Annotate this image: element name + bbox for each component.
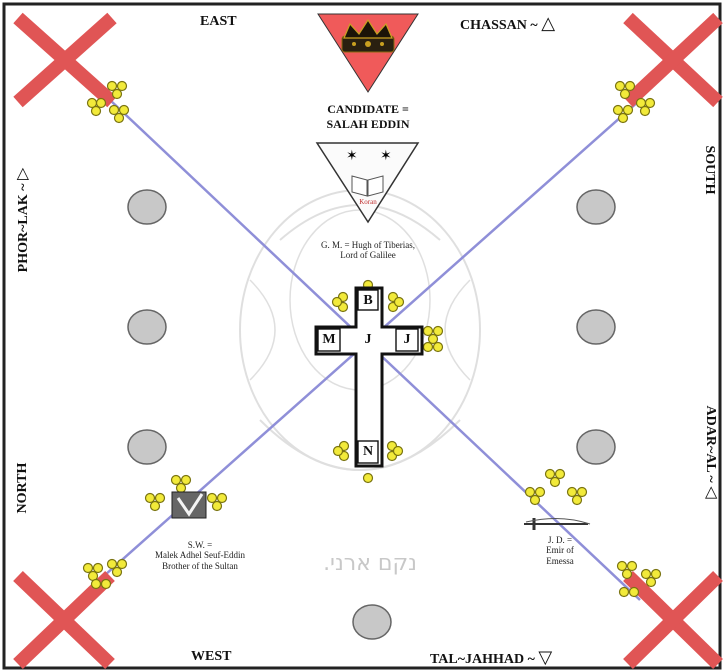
candidate-line2: SALAH EDDIN [300, 117, 436, 132]
sw-line2: Malek Adhel Seuf-Eddin [135, 550, 265, 560]
label-tal-jahhad-text: TAL~JAHHAD ~ [430, 652, 535, 667]
label-east: EAST [200, 15, 237, 29]
jd-label: J. D. = Emir of Emessa [530, 535, 590, 566]
gm-label: G. M. = Hugh of Tiberias, Lord of Galile… [298, 240, 438, 261]
jd-line2: Emir of [530, 545, 590, 555]
x-mark-bottom-right [628, 576, 718, 664]
sword-icon [524, 518, 590, 530]
triangle-right-icon: ▷ [12, 168, 31, 180]
label-adar-al-text: ADAR~AL ~ [703, 406, 718, 483]
label-phor-lak: PHOR~LAK ~ ▷ [14, 140, 34, 300]
stool-right-3 [577, 430, 615, 464]
label-adar-al: ADAR~AL ~ ◁ [700, 382, 720, 522]
cross-letter-center: J [361, 333, 375, 347]
gm-line1: G. M. = Hugh of Tiberias, [298, 240, 438, 250]
stool-right-1 [577, 190, 615, 224]
star-icon-left: ✶ [346, 149, 358, 164]
x-mark-top-right [628, 18, 718, 102]
x-mark-bottom-left [18, 576, 110, 664]
cross-letter-left: M [321, 333, 337, 347]
label-chassan-text: CHASSAN ~ [460, 18, 538, 33]
stool-bottom [353, 605, 391, 639]
x-mark-top-left [18, 18, 112, 102]
candidate-label: CANDIDATE = SALAH EDDIN [300, 102, 436, 132]
stool-left-3 [128, 430, 166, 464]
candles-jd [526, 470, 587, 505]
hebrew-inscription: נקם ארני. [300, 553, 440, 575]
jd-line3: Emessa [530, 556, 590, 566]
candidate-line1: CANDIDATE = [300, 102, 436, 117]
cross-letter-top: B [362, 294, 374, 308]
crown-icon [342, 20, 394, 52]
gm-line2: Lord of Galilee [298, 250, 438, 260]
triangle-left-icon: ◁ [703, 486, 722, 498]
triangle-up-icon: △ [541, 13, 555, 34]
label-phor-lak-text: PHOR~LAK ~ [16, 183, 31, 272]
label-west: WEST [191, 650, 231, 664]
check-box-icon [172, 492, 206, 518]
koran-label: Koran [348, 198, 388, 206]
sw-line3: Brother of the Sultan [135, 561, 265, 571]
cross-letter-right: J [400, 333, 414, 347]
label-north: NORTH [16, 448, 36, 528]
sw-line1: S.W. = [135, 540, 265, 550]
cross-letter-bottom: N [362, 445, 374, 459]
jd-line1: J. D. = [530, 535, 590, 545]
star-icon-right: ✶ [380, 149, 392, 164]
crown-triangle [318, 14, 418, 92]
sw-label: S.W. = Malek Adhel Seuf-Eddin Brother of… [135, 540, 265, 571]
label-south: SOUTH [696, 130, 716, 210]
triangle-down-icon: ▽ [538, 647, 552, 668]
label-chassan: CHASSAN ~ △ [460, 15, 555, 33]
stool-right-2 [577, 310, 615, 344]
stool-left-2 [128, 310, 166, 344]
cross-shape [316, 288, 422, 466]
label-tal-jahhad: TAL~JAHHAD ~ ▽ [430, 649, 552, 667]
stool-left-1 [128, 190, 166, 224]
candles-cross-right [424, 327, 443, 352]
